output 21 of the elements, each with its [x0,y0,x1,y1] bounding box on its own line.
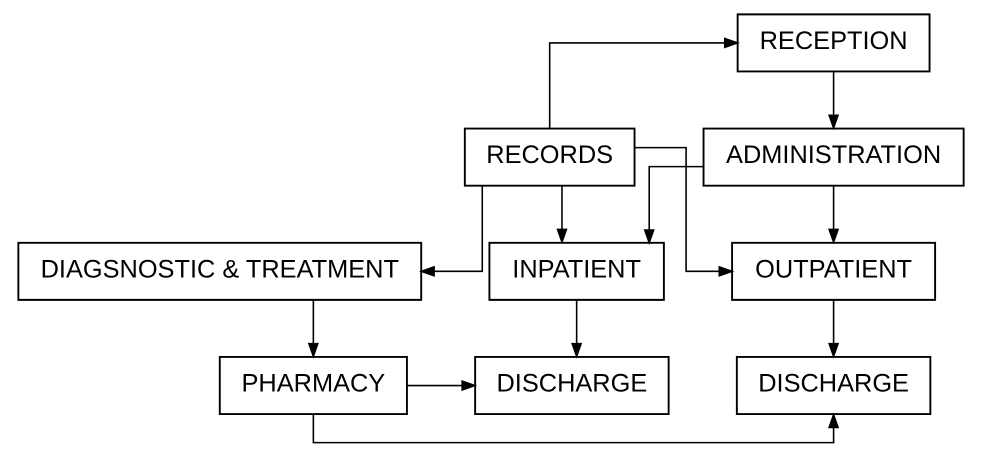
node-box: RECORDS [464,128,636,187]
node-box: INPATIENT [488,242,665,301]
arrow [418,186,484,277]
node-box: ADMINISTRATION [702,128,965,187]
arrow [571,300,582,359]
node-box: RECEPTION [736,13,930,72]
arrow [644,166,704,246]
arrow [312,412,840,444]
node-box: OUTPATIENT [731,242,936,301]
node-box: DISCHARGE [736,356,932,416]
arrow [828,300,840,359]
node-box: DIAGSNOSTIC & TREATMENT [17,242,422,301]
arrow [635,146,734,277]
arrow [548,37,740,128]
arrow [556,186,568,245]
arrow [828,72,840,130]
arrow [407,380,478,392]
arrow [828,186,840,245]
arrow [308,300,319,359]
node-box: PHARMACY [218,356,408,416]
node-box: DISCHARGE [474,356,670,416]
